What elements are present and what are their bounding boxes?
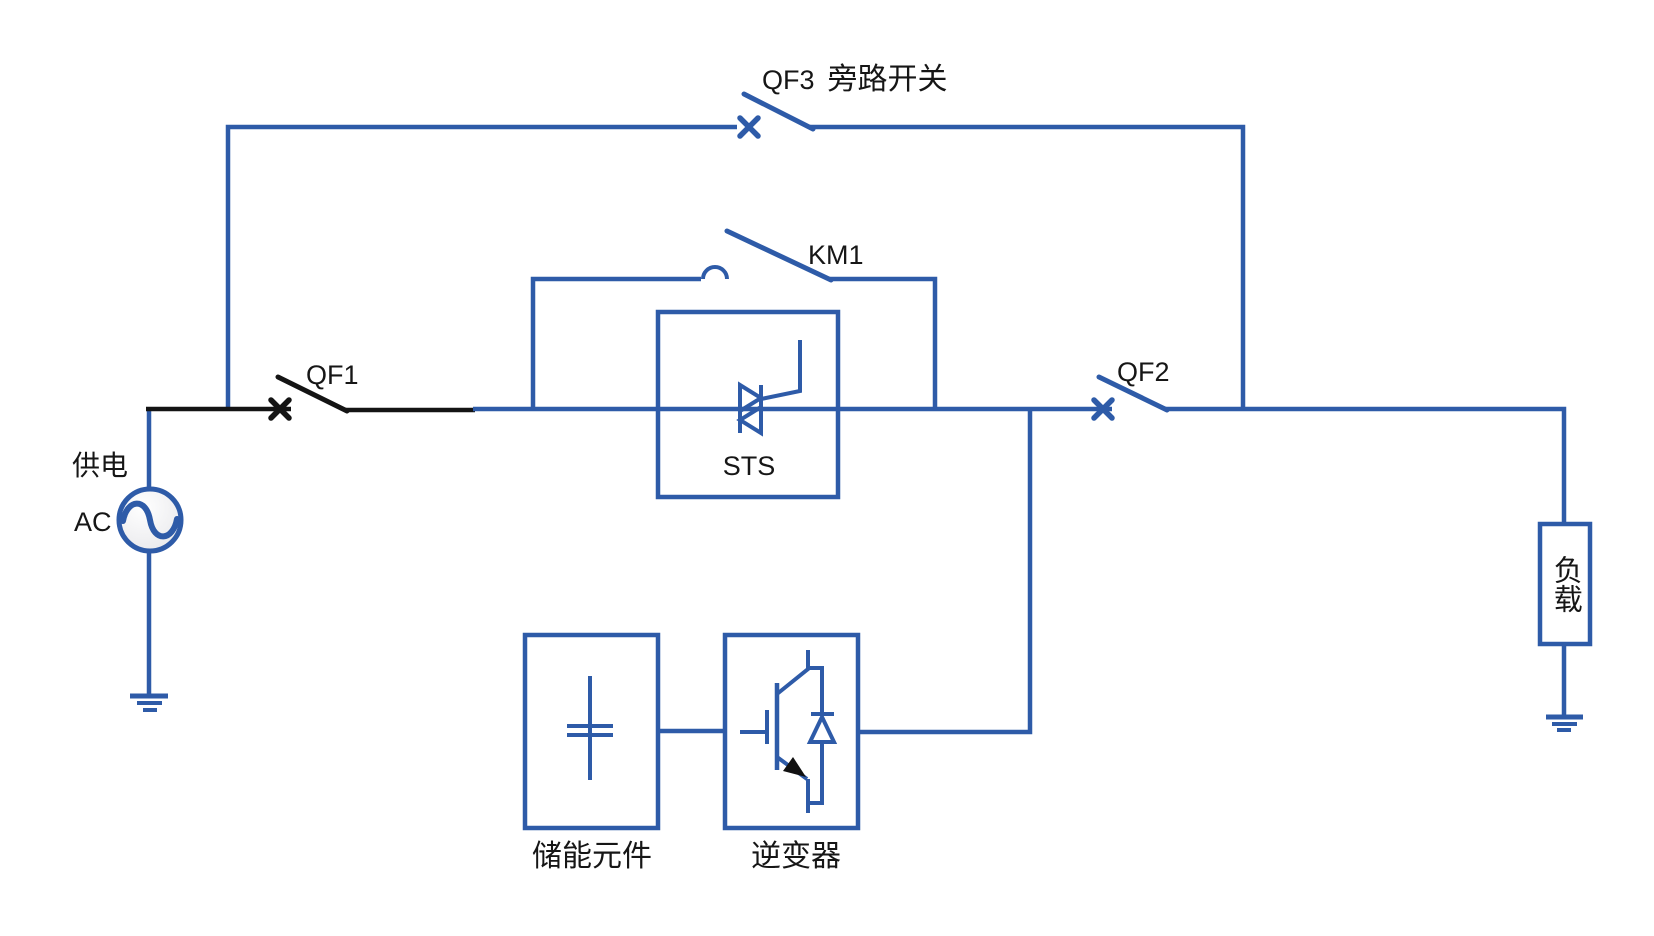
main-bus (146, 374, 1567, 524)
source-branch (116, 409, 184, 712)
load-label: 负载 (1549, 555, 1582, 613)
capacitor-icon (567, 676, 613, 780)
triac-icon (736, 340, 802, 437)
breaker-qf1-icon (268, 374, 350, 421)
storage-block (522, 632, 661, 831)
contactor-arc-icon (701, 265, 729, 280)
inverter-output-branch (658, 409, 1033, 735)
qf3-id-label: QF3 (762, 65, 815, 95)
source-name-label: 供电 (72, 451, 129, 482)
contactor-km1-branch (530, 228, 938, 409)
bypass-branch (225, 91, 1246, 409)
igbt-icon (740, 650, 838, 813)
qf3-bypass-label: QF3 旁路开关 (762, 64, 948, 96)
sts-block (655, 309, 841, 500)
sts-label: STS (722, 451, 776, 481)
qf2-label: QF2 (1117, 357, 1170, 387)
breaker-qf2-icon (1091, 374, 1170, 421)
inverter-block (722, 632, 861, 831)
ac-source-icon (116, 486, 184, 554)
qf3-name-label: 旁路开关 (827, 63, 948, 96)
breaker-qf3-icon (737, 91, 816, 139)
ground-right-icon (1546, 714, 1583, 732)
qf1-label: QF1 (306, 360, 359, 390)
inverter-label: 逆变器 (751, 840, 841, 873)
load-branch (1537, 521, 1593, 732)
km1-label: KM1 (808, 240, 864, 270)
source-type-label: AC (74, 507, 112, 537)
ground-left-icon (130, 693, 168, 712)
storage-label: 储能元件 (532, 840, 652, 873)
